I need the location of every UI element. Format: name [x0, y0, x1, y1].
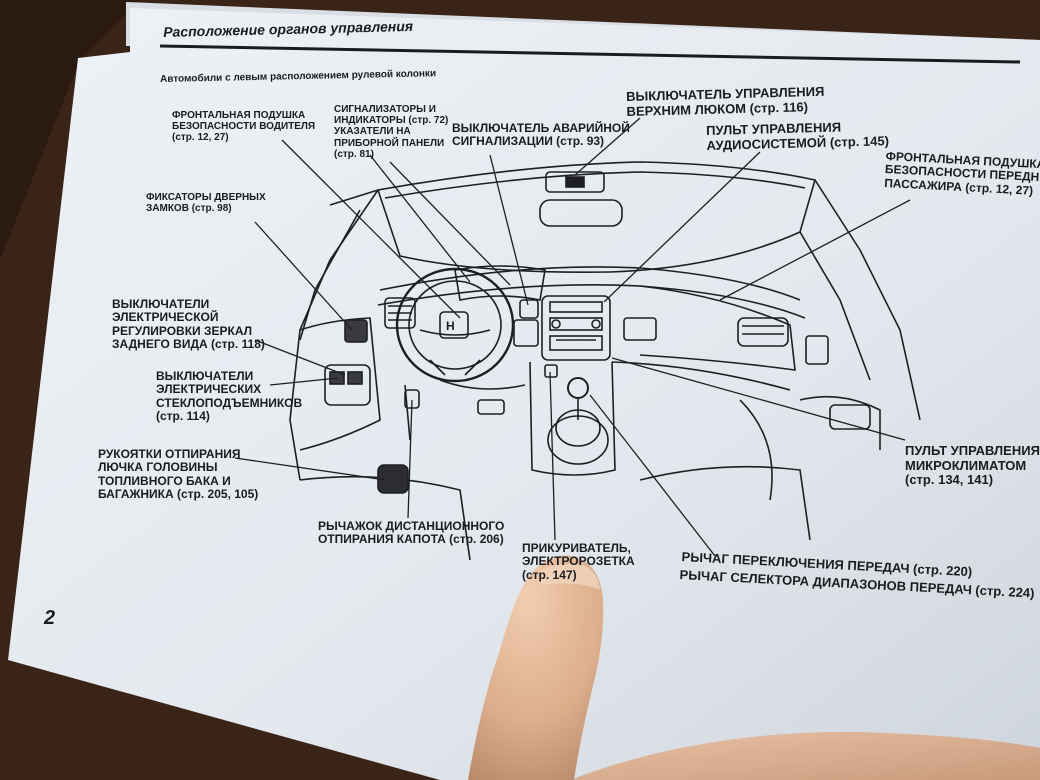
label-audio-panel: ПУЛЬТ УПРАВЛЕНИЯ АУДИОСИСТЕМОЙ (стр. 145… — [705, 119, 890, 153]
finger — [468, 555, 1040, 780]
svg-text:H: H — [446, 319, 455, 333]
label-fuel-trunk-handles: РУКОЯТКИ ОТПИРАНИЯ ЛЮЧКА ГОЛОВИНЫ ТОПЛИВ… — [98, 447, 259, 502]
page-number: 2 — [44, 607, 56, 629]
label-sunroof-switch: ВЫКЛЮЧАТЕЛЬ УПРАВЛЕНИЯ ВЕРХНИМ ЛЮКОМ (ст… — [625, 83, 825, 119]
leader-lines — [234, 117, 911, 557]
label-hood-release: РЫЧАЖОК ДИСТАНЦИОННОГО ОТПИРАНИЯ КАПОТА … — [318, 519, 505, 547]
label-door-locks: ФИКСАТОРЫ ДВЕРНЫХ ЗАМКОВ (стр. 98) — [146, 192, 266, 215]
car-interior-drawing: H — [289, 161, 921, 561]
label-lighter-socket: ПРИКУРИВАТЕЛЬ, ЭЛЕКТРОРОЗЕТКА (стр. 147) — [522, 541, 635, 582]
label-climate-panel: ПУЛЬТ УПРАВЛЕНИЯ МИКРОКЛИМАТОМ (стр. 134… — [905, 443, 1040, 488]
label-driver-airbag: ФРОНТАЛЬНАЯ ПОДУШКА БЕЗОПАСНОСТИ ВОДИТЕЛ… — [172, 110, 316, 144]
manual-page — [8, 8, 1040, 780]
label-mirror-switches: ВЫКЛЮЧАТЕЛИ ЭЛЕКТРИЧЕСКОЙ РЕГУЛИРОВКИ ЗЕ… — [112, 297, 265, 352]
label-indicators: СИГНАЛИЗАТОРЫ И ИНДИКАТОРЫ (стр. 72) УКА… — [334, 104, 449, 160]
label-window-switches: ВЫКЛЮЧАТЕЛИ ЭЛЕКТРИЧЕСКИХ СТЕКЛОПОДЪЕМНИ… — [156, 369, 303, 424]
label-hazard-switch: ВЫКЛЮЧАТЕЛЬ АВАРИЙНОЙ СИГНАЛИЗАЦИИ (стр.… — [452, 121, 630, 149]
